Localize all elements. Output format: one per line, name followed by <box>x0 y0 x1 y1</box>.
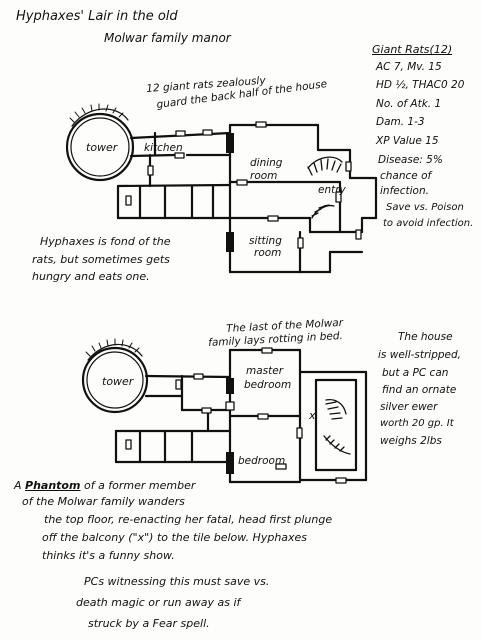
phantom-rest: of a former member <box>80 479 196 492</box>
phantom-note-line4: off the balcony ("x") to the tile below.… <box>42 531 308 544</box>
ground-wall-blocks <box>226 133 234 252</box>
phantom-note-line5: thinks it's a funny show. <box>42 549 175 562</box>
house-note-line5: silver ewer <box>380 401 438 413</box>
map-title-line2: Molwar family manor <box>104 31 231 45</box>
room-label-sitting-room: room <box>254 247 282 259</box>
upper-rooms-block <box>114 408 232 464</box>
house-note-line2: is well-stripped, <box>378 349 462 361</box>
room-label-sitting: sitting <box>249 235 282 247</box>
stat-line: chance of <box>380 170 432 182</box>
stat-line: No. of Atk. 1 <box>376 98 442 110</box>
room-label-entry: entry <box>318 184 346 196</box>
pc-note-line1: PCs witnessing this must save vs. <box>84 575 270 588</box>
balcony-x-mark: x <box>309 409 316 422</box>
house-note-line3: but a PC can <box>382 367 449 379</box>
phantom-lead: A <box>14 479 22 492</box>
stat-line: HD ½, THAC0 20 <box>376 79 465 91</box>
room-label-master-bedroom: bedroom <box>244 379 292 391</box>
room-label-kitchen: kitchen <box>144 142 183 154</box>
phantom-note-line1: A Phantom of a former member <box>14 480 195 491</box>
stat-line: infection. <box>380 185 429 197</box>
house-note-line1: The house <box>398 331 453 343</box>
phantom-keyword: Phantom <box>25 479 81 492</box>
upper-doors <box>125 347 347 484</box>
upper-floor-plan <box>81 338 368 484</box>
main-hall <box>228 123 378 274</box>
stat-heading: Giant Rats(12) <box>372 43 453 56</box>
room-label-bedroom: bedroom <box>238 455 286 467</box>
room-label-dining: dining <box>250 157 283 169</box>
upper-stairs <box>323 398 351 455</box>
upper-wall-blocks <box>226 378 234 474</box>
stat-line: Disease: 5% <box>378 154 443 166</box>
room-label-tower-upper: tower <box>102 375 134 388</box>
upper-tower <box>81 338 149 414</box>
stat-line: to avoid infection. <box>383 218 474 229</box>
phantom-note-line2: of the Molwar family wanders <box>22 495 185 508</box>
pc-note-line3: struck by a Fear spell. <box>88 617 210 630</box>
room-label-master: master <box>246 365 284 377</box>
stat-line: XP Value 15 <box>376 135 439 147</box>
room-label-tower-ground: tower <box>86 141 118 154</box>
ground-floor-plan <box>65 103 378 274</box>
stat-line: Dam. 1-3 <box>376 116 425 128</box>
hyphaxes-note-line2: rats, but sometimes gets <box>32 253 170 266</box>
phantom-note-line3: the top floor, re-enacting her fatal, he… <box>44 513 333 526</box>
ground-stairs <box>307 156 343 219</box>
room-label-dining-room: room <box>250 170 278 182</box>
house-note-line4: find an ornate <box>382 384 457 396</box>
ground-tower <box>65 103 135 182</box>
stat-line: AC 7, Mv. 15 <box>376 61 442 73</box>
ground-doors <box>125 121 362 249</box>
hyphaxes-note-line3: hungry and eats one. <box>32 270 150 283</box>
kitchen-block <box>116 153 232 220</box>
house-note-line7: weighs 2lbs <box>380 435 442 447</box>
upper-tower-hall <box>144 374 232 412</box>
stat-line: Save vs. Poison <box>386 202 464 213</box>
hyphaxes-note-line1: Hyphaxes is fond of the <box>40 235 171 248</box>
map-title-line1: Hyphaxes' Lair in the old <box>16 9 178 24</box>
pc-note-line2: death magic or run away as if <box>76 596 241 609</box>
house-note-line6: worth 20 gp. It <box>380 418 454 429</box>
